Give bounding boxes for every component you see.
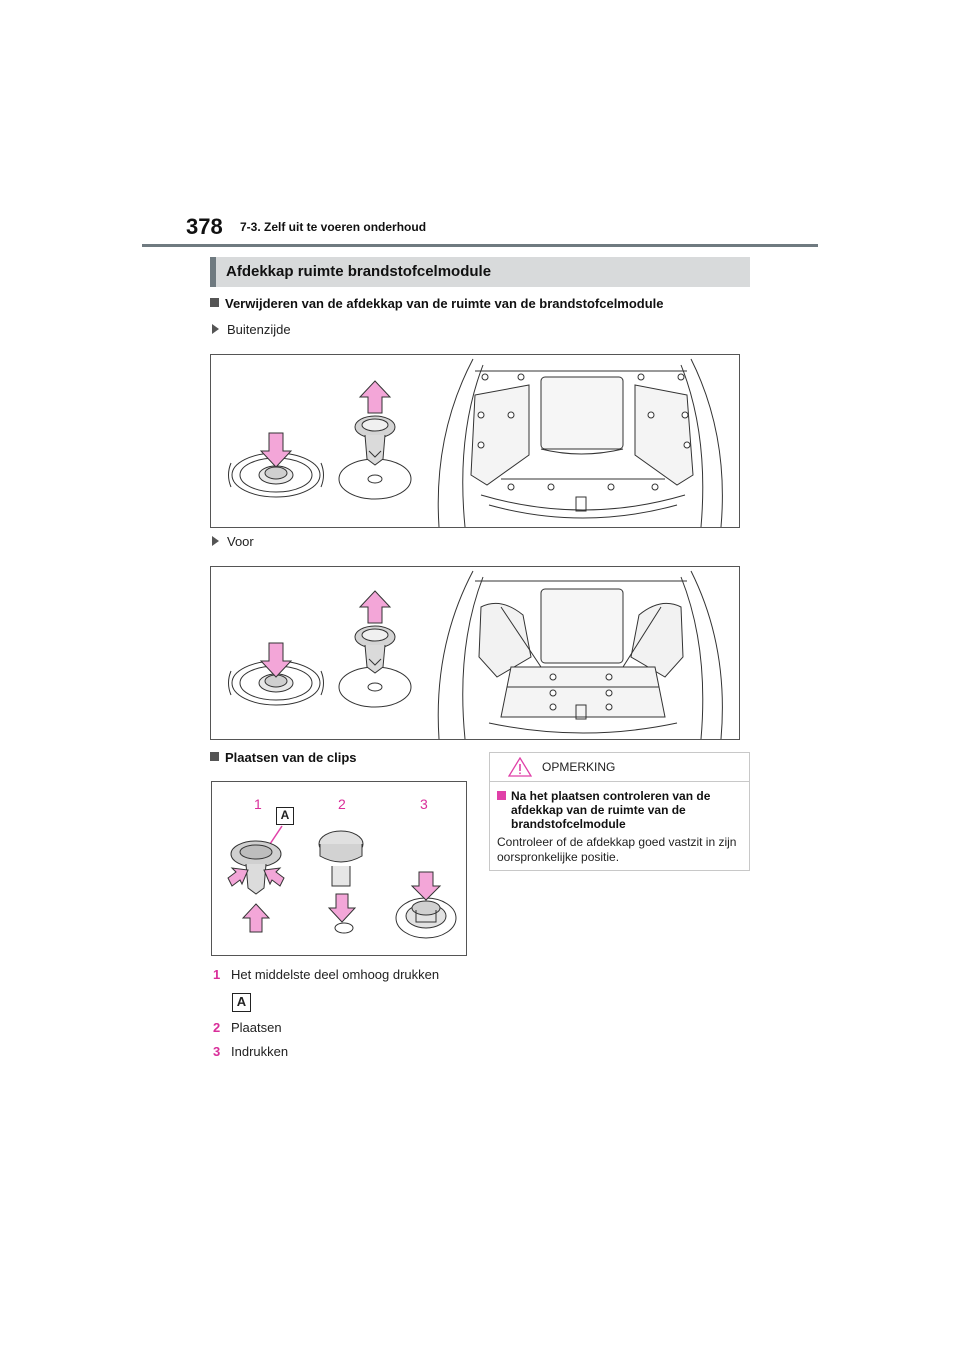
square-bullet-icon	[210, 298, 219, 307]
notice-box: OPMERKING Na het plaatsen controleren va…	[489, 752, 750, 871]
section-reference: 7-3. Zelf uit te voeren onderhoud	[240, 220, 427, 234]
step-callout-badge: A	[232, 993, 251, 1012]
figure-step-number-1: 1	[254, 796, 262, 812]
step-text: Indrukken	[231, 1044, 289, 1059]
step-1: 1 Het middelste deel omhoog drukken	[213, 967, 439, 982]
figure-front	[210, 566, 740, 740]
header-divider	[142, 244, 818, 247]
notice-item-title: Na het plaatsen controleren van de afdek…	[511, 789, 711, 831]
step-2: 2 Plaatsen	[213, 1020, 282, 1035]
triangle-bullet-icon	[212, 324, 219, 334]
figure-clips-illustration	[227, 825, 457, 939]
step-number: 1	[213, 967, 221, 982]
figure-clips: 1 2 3 A	[211, 781, 467, 956]
figure-front-illustration	[228, 570, 723, 739]
step-text: Plaatsen	[231, 1020, 282, 1035]
notice-body: Controleer of de afdekkap goed vastzit i…	[497, 835, 737, 864]
figure-outside	[210, 354, 740, 528]
outside-label: Buitenzijde	[227, 322, 291, 337]
front-subheading: Voor	[212, 534, 254, 549]
figure-step-number-2: 2	[338, 796, 346, 812]
front-label: Voor	[227, 534, 254, 549]
notice-header: OPMERKING	[490, 753, 749, 782]
triangle-bullet-icon	[212, 536, 219, 546]
install-heading-text: Plaatsen van de clips	[225, 750, 357, 765]
figure-outside-illustration	[228, 358, 723, 527]
page-number: 378	[186, 214, 223, 239]
section-title-bar: Afdekkap ruimte brandstofcelmodule	[210, 257, 750, 287]
square-bullet-icon	[210, 752, 219, 761]
step-3: 3 Indrukken	[213, 1044, 288, 1059]
square-bullet-icon	[497, 791, 506, 800]
outside-subheading: Buitenzijde	[212, 322, 291, 337]
figure-step-number-3: 3	[420, 796, 428, 812]
notice-label: OPMERKING	[542, 760, 616, 774]
removal-heading: Verwijderen van de afdekkap van de ruimt…	[210, 296, 664, 311]
notice-item: Na het plaatsen controleren van de afdek…	[497, 789, 742, 831]
warning-triangle-icon	[508, 757, 532, 777]
section-title: Afdekkap ruimte brandstofcelmodule	[226, 263, 492, 280]
removal-heading-text: Verwijderen van de afdekkap van de ruimt…	[225, 296, 664, 311]
step-number: 3	[213, 1044, 221, 1059]
step-text: Het middelste deel omhoog drukken	[231, 967, 440, 982]
install-heading: Plaatsen van de clips	[210, 750, 357, 765]
step-number: 2	[213, 1020, 221, 1035]
figure-callout-badge: A	[276, 807, 294, 825]
